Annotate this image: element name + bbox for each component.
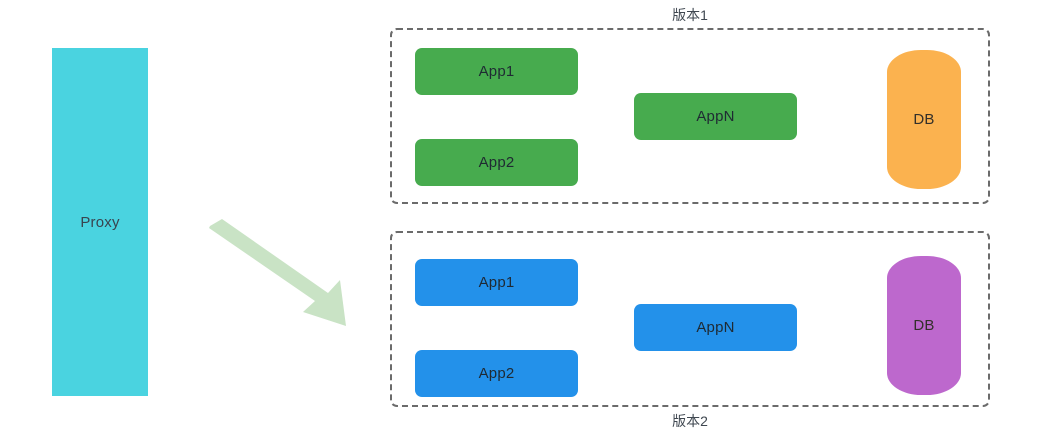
version-2-appn-node[interactable]: AppN	[634, 304, 797, 351]
version-1-database-node[interactable]: DB	[887, 50, 961, 189]
version-2-app1-node[interactable]: App1	[415, 259, 578, 306]
transition-arrow-icon	[209, 219, 346, 326]
app-label: AppN	[696, 108, 735, 125]
db-label: DB	[913, 317, 935, 334]
app-label: AppN	[696, 319, 735, 336]
app-label: App2	[478, 365, 515, 382]
version-1-appn-node[interactable]: AppN	[634, 93, 797, 140]
version-1-group	[390, 28, 990, 204]
proxy-node[interactable]: Proxy	[52, 48, 148, 396]
version-2-caption: 版本2	[672, 413, 708, 429]
version-1-app2-node[interactable]: App2	[415, 139, 578, 186]
app-label: App2	[478, 154, 515, 171]
version-2-app2-node[interactable]: App2	[415, 350, 578, 397]
app-label: App1	[478, 63, 515, 80]
app-label: App1	[478, 274, 515, 291]
version-1-caption: 版本1	[672, 7, 708, 23]
version-2-database-node[interactable]: DB	[887, 256, 961, 395]
version-1-app1-node[interactable]: App1	[415, 48, 578, 95]
proxy-label: Proxy	[80, 213, 120, 231]
db-label: DB	[913, 111, 935, 128]
version-2-group	[390, 231, 990, 407]
